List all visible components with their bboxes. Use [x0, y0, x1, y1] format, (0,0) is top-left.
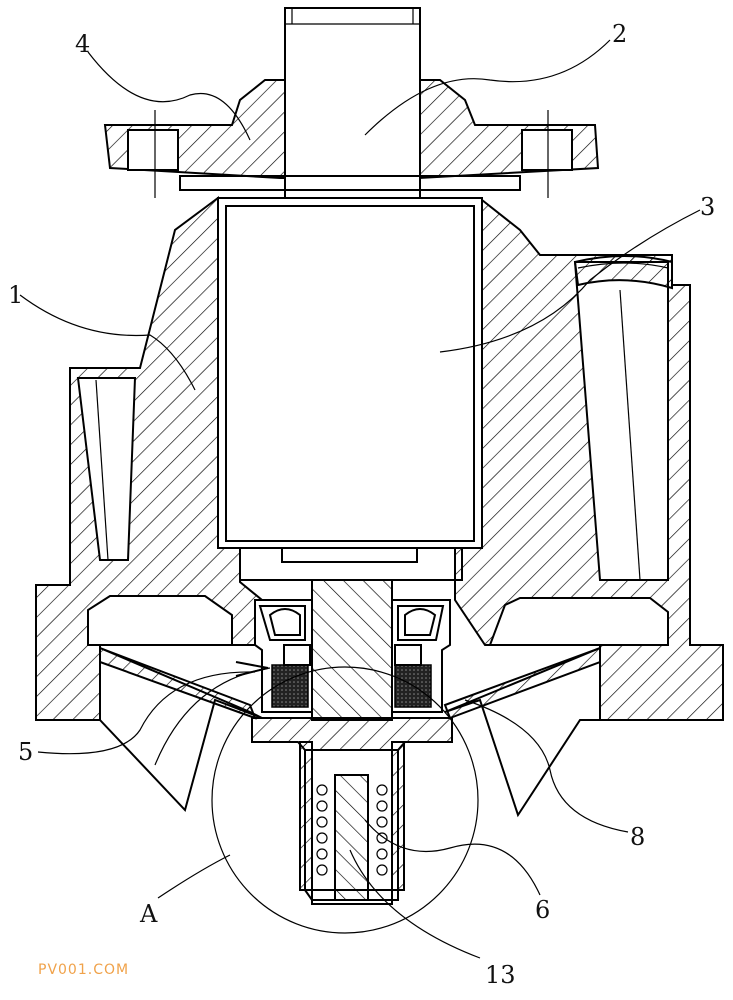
label-2: 2: [612, 20, 627, 48]
detail-circle-a: [211, 666, 479, 934]
label-1: 1: [8, 281, 23, 309]
bearing: [217, 197, 483, 581]
valve-assembly: [251, 717, 453, 905]
pulley-hub: [103, 79, 600, 198]
pump-housing: [35, 196, 724, 721]
spring: [316, 784, 388, 876]
shaft: [284, 7, 421, 721]
watermark: PV001.COM: [38, 962, 130, 978]
label-A: A: [139, 900, 158, 928]
label-3: 3: [700, 193, 715, 221]
seal-left: [254, 599, 313, 713]
seal-right: [391, 599, 451, 713]
label-13: 13: [485, 961, 516, 989]
label-8: 8: [630, 823, 645, 851]
leader-lines: [19, 39, 701, 959]
label-6: 6: [535, 896, 550, 924]
label-5: 5: [18, 738, 33, 766]
label-4: 4: [75, 30, 90, 58]
